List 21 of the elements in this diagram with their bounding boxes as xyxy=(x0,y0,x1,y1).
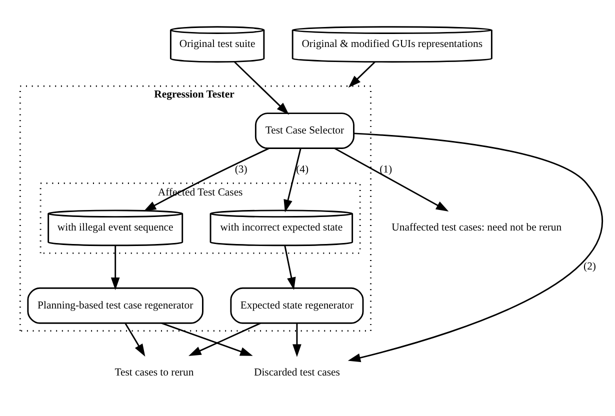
edge-label: (3) xyxy=(234,162,248,175)
arrow xyxy=(284,245,296,290)
node-text: Test cases to rerun xyxy=(114,366,194,378)
node-box: Expected state regenerator xyxy=(230,286,364,324)
arrow xyxy=(292,322,302,356)
node-box: Test Case Selector xyxy=(254,112,354,149)
arrow xyxy=(124,322,146,356)
arrow xyxy=(348,61,376,88)
edge-label: (4) xyxy=(296,162,309,175)
edge-label: (2) xyxy=(584,260,596,272)
arrow xyxy=(348,132,603,362)
arrow xyxy=(284,148,302,212)
node-text: Discarded test cases xyxy=(254,366,340,378)
edge-label: (1) xyxy=(380,162,392,175)
arrow xyxy=(143,147,270,211)
arrow xyxy=(334,147,449,211)
node-text: Unaffected test cases: need not be rerun xyxy=(392,221,562,234)
arrow xyxy=(161,322,253,356)
node-box: Planning-based test case regenerator xyxy=(27,286,204,324)
arrow xyxy=(234,61,290,114)
arrow xyxy=(110,245,120,290)
